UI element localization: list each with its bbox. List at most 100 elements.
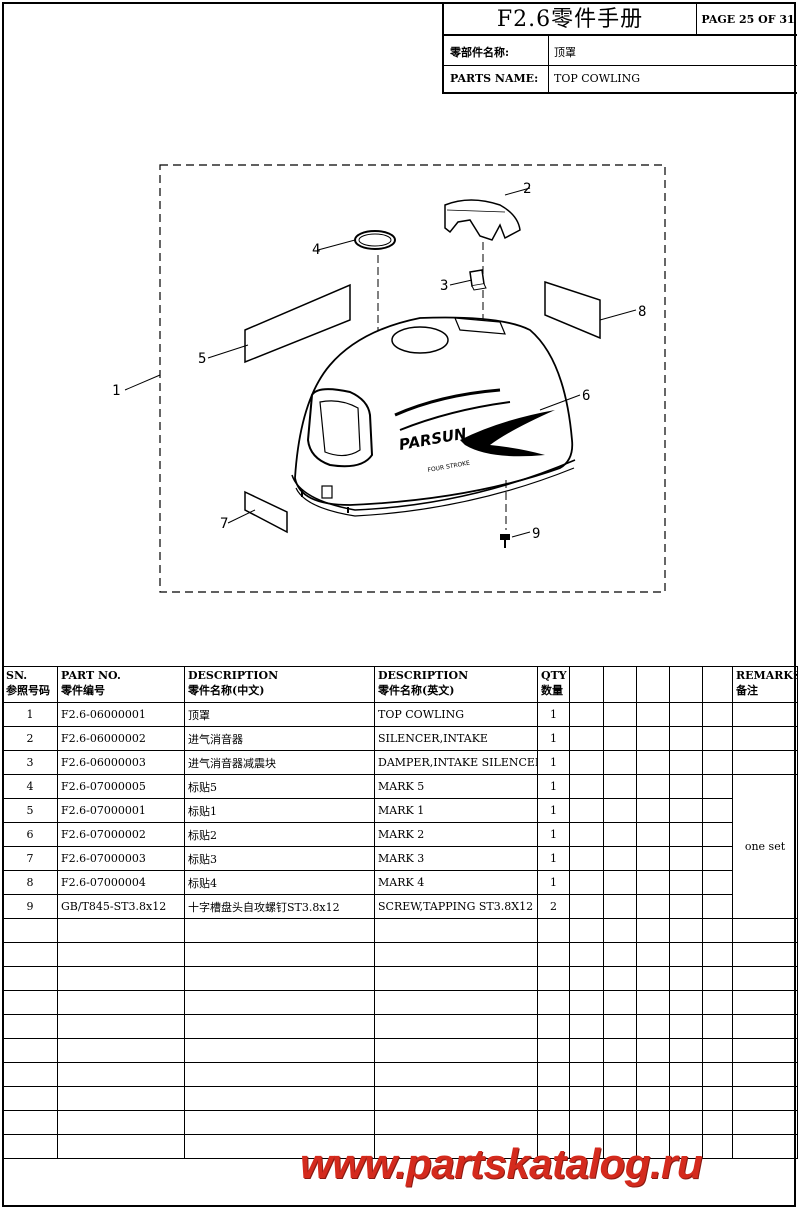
qty-cell: 1 <box>537 870 570 895</box>
desc-en-cell: MARK 2 <box>374 822 538 847</box>
remarks-cell <box>732 1062 798 1087</box>
part-no-cell: F2.6-07000001 <box>57 798 185 823</box>
table-row <box>2 1086 798 1111</box>
part-no-cell: F2.6-06000002 <box>57 726 185 751</box>
desc-cn-cell <box>184 1134 375 1159</box>
table-row <box>2 918 798 943</box>
remarks-merged-cell: one set <box>732 774 798 919</box>
qty-cell <box>537 1062 570 1087</box>
table-row <box>2 1014 798 1039</box>
part-no-cell <box>57 1014 185 1039</box>
sn-cell <box>2 990 58 1015</box>
qty-cell <box>537 1086 570 1111</box>
qty-cell <box>537 990 570 1015</box>
desc-en-cell <box>374 918 538 943</box>
desc-cn-cell <box>184 990 375 1015</box>
qty-cell: 1 <box>537 798 570 823</box>
desc-en-cell: DAMPER,INTAKE SILENCER <box>374 750 538 775</box>
part-no-cell <box>57 1134 185 1159</box>
part-no-cell: F2.6-06000001 <box>57 702 185 727</box>
desc-cn-cell <box>184 1038 375 1063</box>
mark-5-decal <box>244 283 351 364</box>
qty-cell <box>537 1014 570 1039</box>
desc-en-cell: SILENCER,INTAKE <box>374 726 538 751</box>
remarks-cell <box>732 1086 798 1111</box>
desc-en-cell <box>374 990 538 1015</box>
qty-cell: 1 <box>537 774 570 799</box>
top-cowling: PARSUN FOUR STROKE <box>291 316 576 517</box>
col-sn: SN.参照号码 <box>2 666 58 703</box>
remarks-cell <box>732 966 798 991</box>
desc-cn-cell <box>184 942 375 967</box>
part-no-cell <box>57 1086 185 1111</box>
remarks-cell <box>732 942 798 967</box>
desc-en-cell: MARK 3 <box>374 846 538 871</box>
remarks-cell <box>732 726 798 751</box>
callout-5: 5 <box>198 351 206 367</box>
remarks-cell <box>732 990 798 1015</box>
callout-2: 2 <box>523 181 531 197</box>
remarks-cell <box>732 1014 798 1039</box>
part-no-cell: F2.6-06000003 <box>57 750 185 775</box>
part-no-cell: F2.6-07000005 <box>57 774 185 799</box>
qty-cell: 1 <box>537 846 570 871</box>
part-no-cell <box>57 1062 185 1087</box>
table-row <box>2 1062 798 1087</box>
desc-cn-cell: 标贴5 <box>184 774 375 799</box>
callout-1: 1 <box>112 383 120 399</box>
callout-3: 3 <box>440 278 448 294</box>
callout-9: 9 <box>532 526 540 542</box>
qty-cell <box>537 966 570 991</box>
qty-cell: 1 <box>537 822 570 847</box>
desc-cn-cell <box>184 1014 375 1039</box>
desc-cn-cell: 顶罩 <box>184 702 375 727</box>
sn-cell <box>2 966 58 991</box>
mark-3-decal <box>244 490 288 534</box>
part-no-cell <box>57 966 185 991</box>
desc-en-cell <box>374 966 538 991</box>
desc-en-cell <box>374 1038 538 1063</box>
part-no-cell <box>57 990 185 1015</box>
sn-cell <box>2 918 58 943</box>
sn-cell: 4 <box>2 774 58 799</box>
sn-cell <box>2 942 58 967</box>
watermark: www.partskatalog.ru <box>300 1140 703 1187</box>
part-no-cell: F2.6-07000004 <box>57 870 185 895</box>
desc-cn-cell <box>184 1110 375 1135</box>
sn-cell: 6 <box>2 822 58 847</box>
desc-en-cell: MARK 1 <box>374 798 538 823</box>
sn-cell: 5 <box>2 798 58 823</box>
title-block: F2.6零件手册 PAGE 25 OF 31 零部件名称: 顶罩 PARTS N… <box>442 4 797 94</box>
table-row <box>2 990 798 1015</box>
qty-cell: 1 <box>537 750 570 775</box>
assembly-boundary <box>159 164 666 593</box>
sn-cell: 1 <box>2 702 58 727</box>
callout-7: 7 <box>220 516 228 532</box>
silencer-damper <box>469 269 487 291</box>
part-no-cell <box>57 942 185 967</box>
qty-cell <box>537 1038 570 1063</box>
tapping-screw <box>500 534 510 548</box>
sn-cell <box>2 1038 58 1063</box>
exploded-diagram: PARSUN FOUR STROKE 1 2 3 4 5 6 7 8 9 <box>112 164 666 593</box>
desc-cn-cell: 进气消音器 <box>184 726 375 751</box>
sn-cell: 8 <box>2 870 58 895</box>
desc-cn-cell: 十字槽盘头自攻螺钉ST3.8x12 <box>184 894 375 919</box>
qty-cell <box>537 918 570 943</box>
qty-cell: 1 <box>537 702 570 727</box>
desc-cn-cell <box>184 1086 375 1111</box>
desc-cn-cell: 标贴2 <box>184 822 375 847</box>
desc-en-cell <box>374 942 538 967</box>
desc-en-cell: MARK 5 <box>374 774 538 799</box>
